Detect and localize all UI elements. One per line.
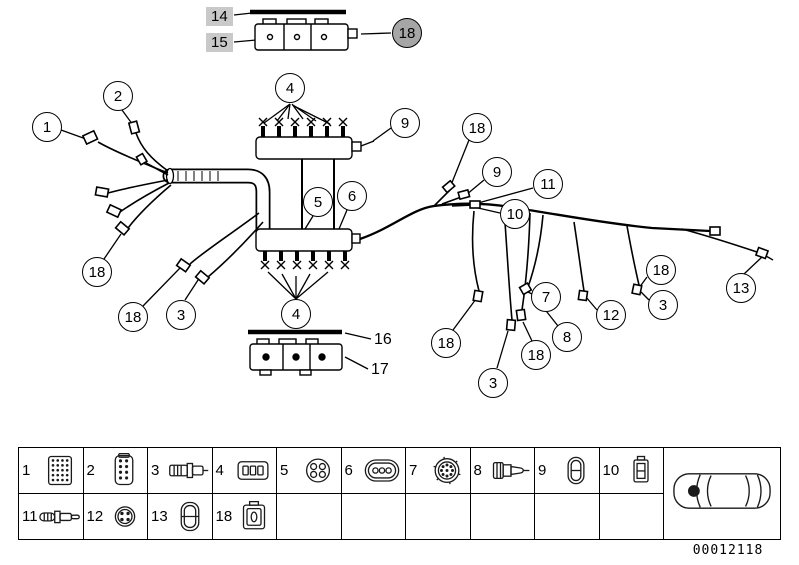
pin-grid-connector-icon (38, 452, 82, 489)
right-harness-run (359, 179, 774, 332)
callout-18: 18 (431, 328, 461, 358)
callout-7: 7 (531, 282, 561, 312)
spark-plug-connector-icon (490, 452, 534, 489)
car-top-view-icon (669, 452, 775, 535)
callout-6: 6 (337, 181, 367, 211)
legend-item-18: 18 (213, 493, 277, 539)
round-multipin-icon (425, 452, 469, 489)
legend-item-number: 2 (86, 461, 95, 479)
callout-9: 9 (482, 157, 512, 187)
round-4pin-small-icon (104, 498, 146, 535)
legend-item-5: 5 (277, 448, 342, 494)
legend-empty-cell (471, 493, 535, 539)
legend-empty-cell (600, 493, 664, 539)
legend-item-number: 5 (280, 461, 289, 479)
callout-18: 18 (82, 257, 112, 287)
legend-item-10: 10 (599, 448, 664, 494)
legend-item-2: 2 (83, 448, 148, 494)
legend-item-number: 4 (215, 461, 224, 479)
round-4pin-icon (296, 452, 340, 489)
callout-18: 18 (646, 255, 676, 285)
legend-item-7: 7 (406, 448, 471, 494)
callout-5: 5 (303, 187, 333, 217)
callout-14: 14 (206, 7, 233, 26)
legend-item-number: 18 (215, 507, 233, 525)
coil-plug-group-bottom (260, 251, 350, 270)
small-square-connector-icon (620, 452, 662, 489)
legend-item-9: 9 (535, 448, 600, 494)
oval-3pin-icon (361, 452, 405, 489)
car-location-cell (664, 448, 780, 539)
legend-item-3: 3 (148, 448, 213, 494)
relay-box-assembly (250, 9, 358, 51)
callout-13: 13 (726, 273, 756, 303)
legend-item-number: 13 (151, 507, 168, 525)
legend-item-6: 6 (341, 448, 406, 494)
legend-item-8: 8 (470, 448, 535, 494)
callout-16: 16 (372, 330, 394, 350)
legend-item-4: 4 (212, 448, 277, 494)
callout-18: 18 (118, 302, 148, 332)
dot-rect-connector-icon (103, 452, 147, 489)
legend-item-number: 3 (151, 461, 160, 479)
callout-18: 18 (521, 340, 551, 370)
diagram-number: 00012118 (692, 543, 764, 558)
slot-connector-icon (232, 452, 276, 489)
legend-item-12: 12 (84, 493, 148, 539)
ignition-coil-rail-bottom (255, 228, 361, 270)
legend-item-1: 1 (19, 448, 84, 494)
wiring-harness-drawing (60, 9, 774, 376)
legend-item-number: 1 (22, 461, 31, 479)
cylinder-sensor-icon (167, 452, 211, 489)
callout-4: 4 (281, 299, 311, 329)
legend-item-13: 13 (148, 493, 213, 539)
coil-plug-group (258, 117, 348, 137)
legend-item-number: 9 (538, 461, 547, 479)
legend-empty-cell (342, 493, 406, 539)
callout-18: 18 (392, 18, 422, 48)
callout-4: 4 (275, 73, 305, 103)
left-branch-wires (81, 120, 264, 286)
callout-8: 8 (552, 322, 582, 352)
callout-2: 2 (103, 81, 133, 111)
legend-item-number: 7 (409, 461, 418, 479)
legend-item-number: 6 (344, 461, 353, 479)
callout-15: 15 (206, 33, 233, 52)
legend-item-11: 11 (19, 493, 84, 539)
callout-3: 3 (648, 290, 678, 320)
callout-10: 10 (500, 199, 530, 229)
ignition-coil-rail-top (255, 117, 375, 229)
legend-empty-cell (406, 493, 471, 539)
clip-connector-icon (233, 498, 275, 535)
callout-18: 18 (462, 113, 492, 143)
oval-connector-icon (554, 452, 598, 489)
bottom-control-unit (248, 329, 343, 376)
callout-11: 11 (533, 169, 563, 199)
callout-1: 1 (32, 112, 62, 142)
legend-item-number: 11 (22, 507, 38, 525)
callout-9: 9 (390, 108, 420, 138)
tall-oval-connector-icon (169, 498, 211, 535)
legend-item-number: 8 (473, 461, 482, 479)
legend-item-number: 10 (602, 461, 620, 479)
legend-empty-cell (535, 493, 600, 539)
callout-3: 3 (166, 300, 196, 330)
callout-3: 3 (478, 368, 508, 398)
callout-17: 17 (369, 360, 391, 380)
long-sensor-icon (39, 498, 82, 535)
callout-12: 12 (596, 300, 626, 330)
legend-empty-cell (277, 493, 342, 539)
legend-item-number: 12 (86, 507, 104, 525)
